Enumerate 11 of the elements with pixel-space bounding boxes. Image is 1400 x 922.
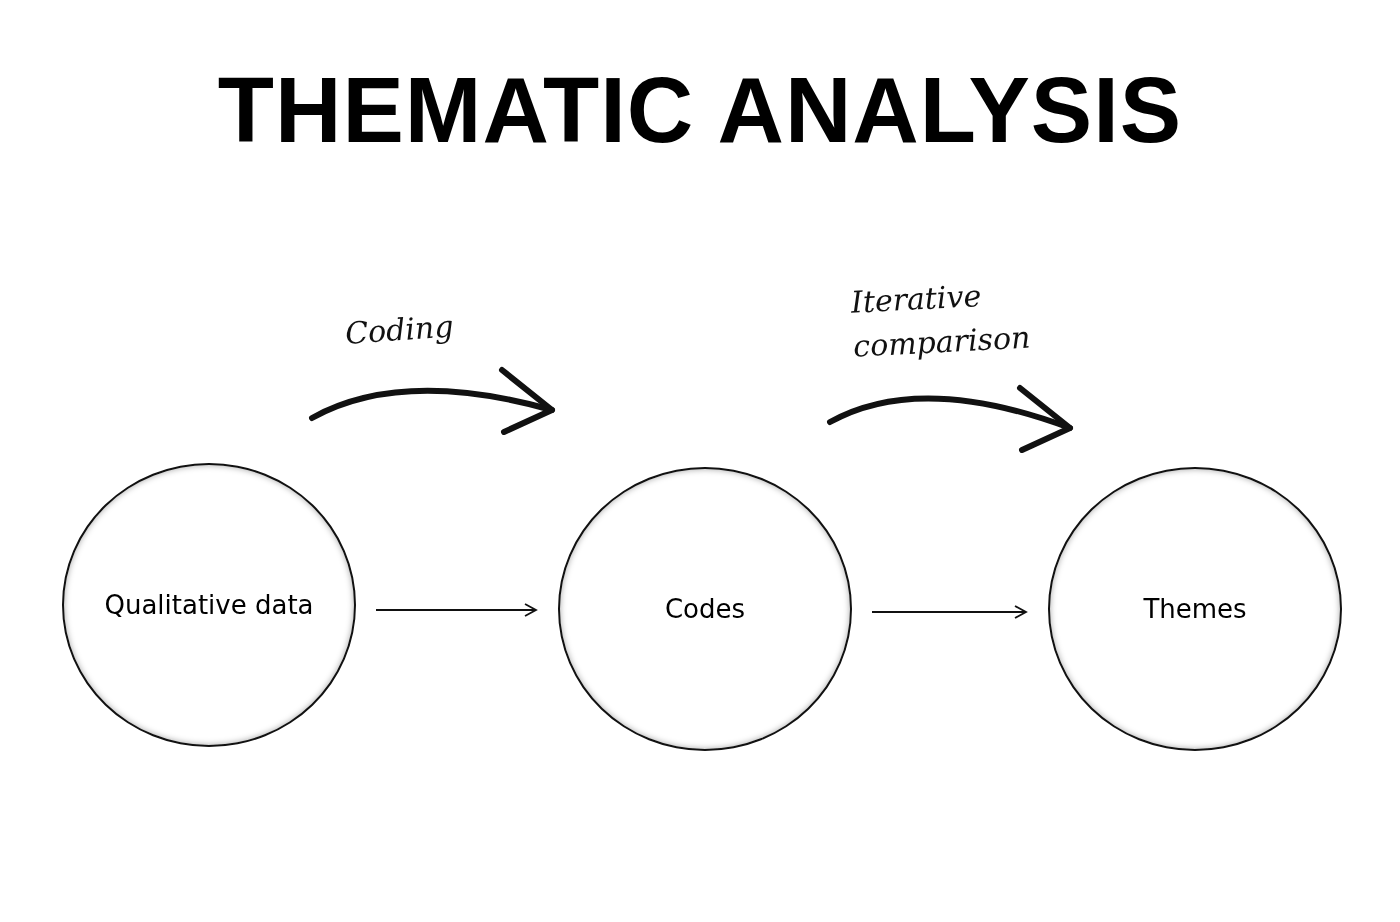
arrow <box>871 605 1027 619</box>
arrow-label: Iterative comparison <box>849 277 1033 366</box>
node-label: Themes <box>1143 594 1247 624</box>
circle-node <box>62 463 356 747</box>
node-label: Codes <box>664 594 746 624</box>
circle-node <box>558 467 852 751</box>
title: THEMATIC ANALYSIS <box>216 58 1184 163</box>
arrow-label: Coding <box>343 307 456 353</box>
arrow <box>375 603 537 617</box>
circle-node <box>1048 467 1342 751</box>
node-label: Qualitative data <box>104 590 314 620</box>
